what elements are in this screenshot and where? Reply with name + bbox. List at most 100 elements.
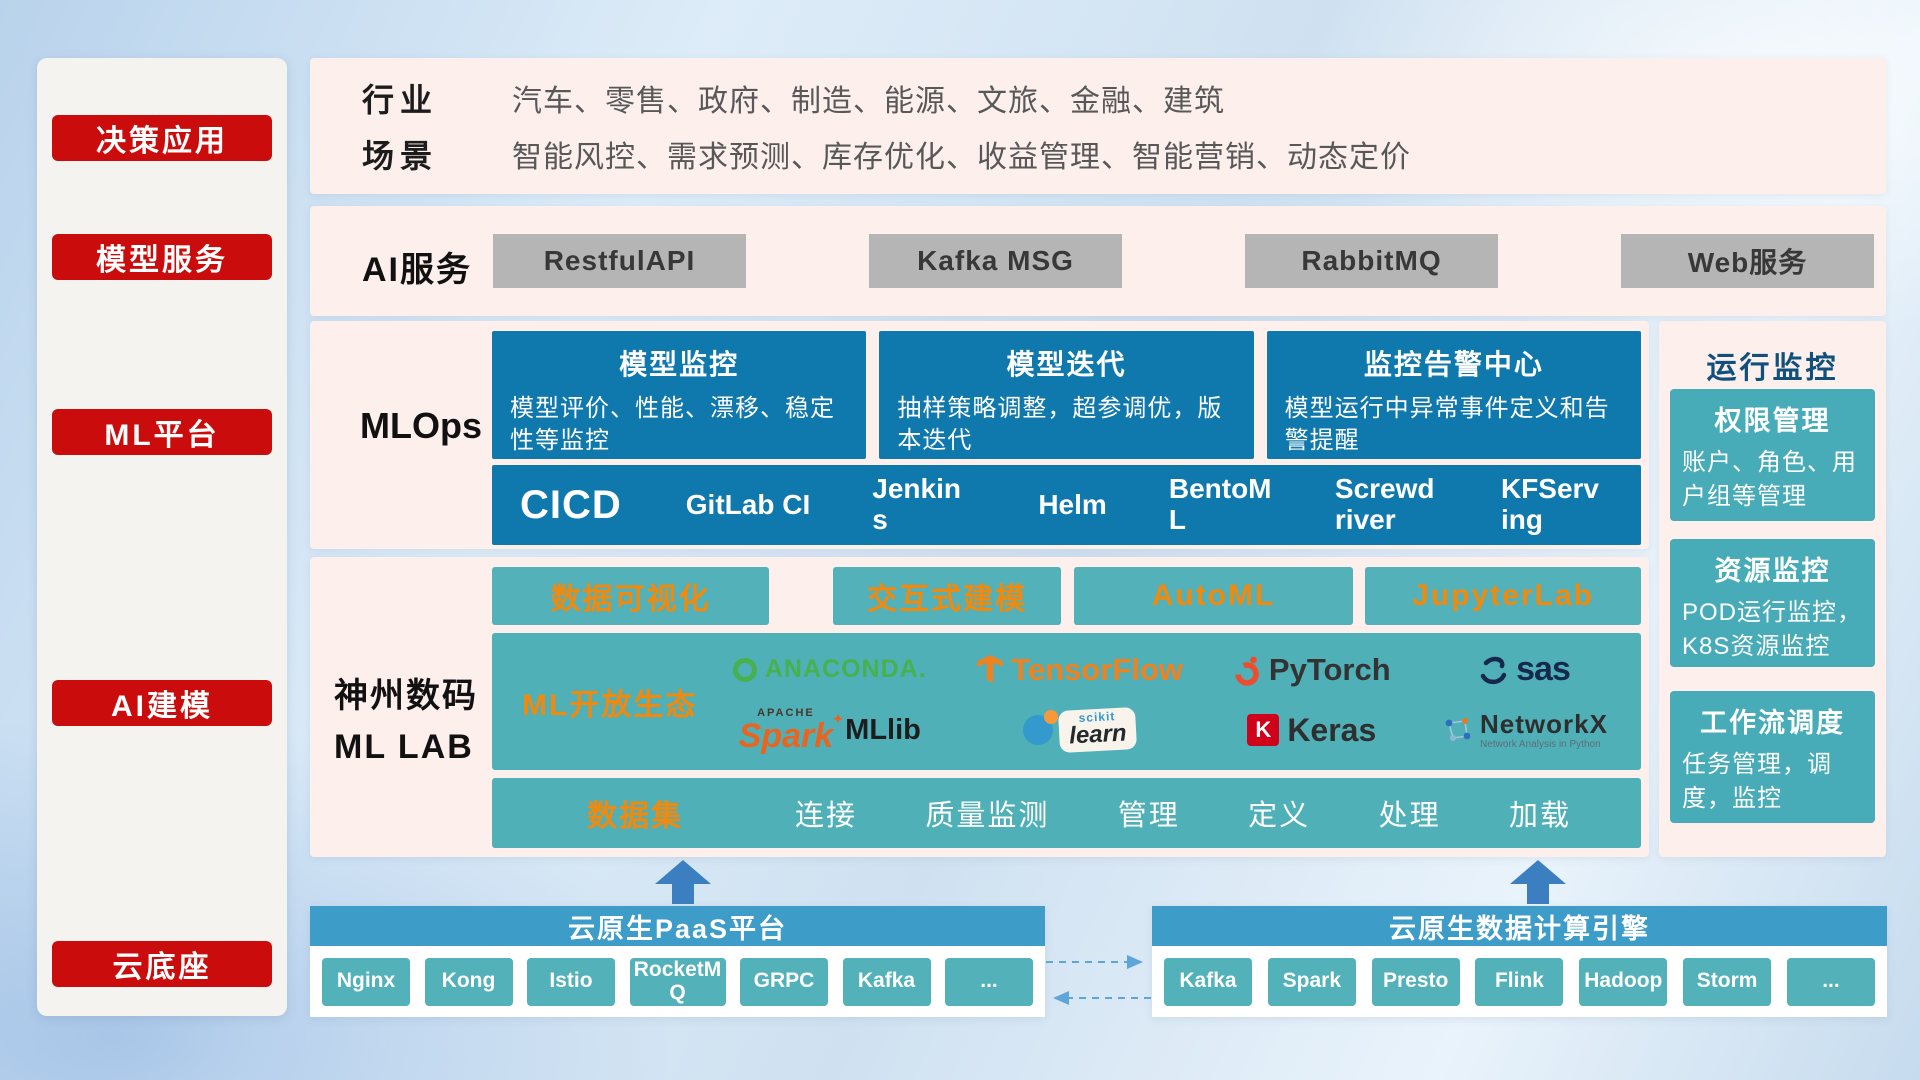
arrow-head [655,860,711,884]
workflow-scheduling-card: 工作流调度 任务管理，调度，监控 [1670,691,1875,823]
engine-more: ... [1786,957,1875,1006]
cicd-gitlab-ci: GitLab CI [685,488,811,520]
tensorflow-label: TensorFlow [1011,651,1183,687]
sas-label: sas [1516,650,1571,689]
ml-open-ecosystem-label: ML开放生态 [522,688,698,722]
data-engine-items: Kafka Spark Presto Flink Hadoop Storm ..… [1152,946,1887,1017]
arrow-stem [672,884,694,904]
paas-kafka: Kafka [842,957,931,1006]
mlops-panel: MLOps 模型监控 模型评价、性能、漂移、稳定性等监控 模型迭代 抽样策略调整… [310,321,1649,549]
paas-grpc: GRPC [740,957,828,1006]
spark-star-icon: ✦ [831,710,845,728]
card-desc: 账户、角色、用户组等管理 [1682,449,1857,510]
mllib-label: MLlib [845,713,921,746]
pytorch-icon [1235,656,1259,686]
paas-istio: Istio [527,957,615,1006]
paas-more: ... [945,957,1033,1006]
arrow-head [1510,860,1566,884]
scenario-label: 场景 [362,138,439,174]
paas-nginx: Nginx [322,957,410,1006]
paas-platform-block: 云原生PaaS平台 Nginx Kong Istio RocketMQ GRPC… [310,906,1045,1017]
card-desc: 抽样策略调整，超参调优，版本迭代 [897,395,1223,455]
scenario-values: 智能风控、需求预测、库存优化、收益管理、智能营销、动态定价 [512,141,1411,174]
card-desc: 任务管理，调度，监控 [1682,751,1832,812]
up-arrow-icon [655,860,711,904]
layer-ml-platform: ML平台 [52,409,272,455]
paas-kong: Kong [424,957,513,1006]
ml-lab-label-line2: ML LAB [334,728,474,766]
card-title: 模型迭代 [1006,349,1127,380]
cicd-label: CICD [520,482,622,527]
sas-icon [1480,656,1507,684]
keras-logo: K Keras [1247,712,1376,749]
card-title: 监控告警中心 [1363,349,1544,380]
card-desc: POD运行监控，K8S资源监控 [1682,599,1863,660]
tensorflow-logo: TensorFlow [977,652,1183,688]
data-exchange-arrows-icon [1046,955,1151,1005]
card-title: 模型监控 [619,349,740,380]
engine-kafka: Kafka [1164,957,1252,1006]
engine-spark: Spark [1267,957,1356,1006]
paas-platform-title: 云原生PaaS平台 [310,906,1045,946]
layer-cloud-base: 云底座 [52,941,272,987]
dataset-process: 处理 [1378,800,1441,832]
cicd-screwdriver: Screwdriver [1334,473,1435,535]
engine-presto: Presto [1371,957,1460,1006]
pytorch-logo: PyTorch [1233,652,1391,688]
layer-rail: 决策应用 模型服务 ML平台 AI建模 云底座 [37,58,287,1016]
cicd-bar: CICD GitLab CI Jenkins Helm BentoML Scre… [492,465,1641,545]
ai-service-kafka-msg: Kafka MSG [869,234,1122,288]
anaconda-label: ANACONDA. [764,655,927,684]
ai-service-web: Web服务 [1621,234,1874,288]
run-monitoring-panel: 运行监控 权限管理 账户、角色、用户组等管理 资源监控 POD运行监控，K8S资… [1659,321,1886,857]
anaconda-logo: ANACONDA. [732,655,927,684]
layer-decision-apps: 决策应用 [52,115,272,161]
dataset-label: 数据集 [587,800,683,833]
spark-label: Spark✦ [738,710,845,755]
spark-mllib-logo: APACHE Spark✦ MLlib [738,706,921,755]
layer-model-service: 模型服务 [52,234,272,280]
cicd-kfserving: KFServing [1500,473,1599,535]
model-iteration-card: 模型迭代 抽样策略调整，超参调优，版本迭代 [879,331,1254,459]
alert-center-card: 监控告警中心 模型运行中异常事件定义和告警提醒 [1266,331,1641,459]
cicd-bentoml: BentoML [1168,473,1272,535]
engine-flink: Flink [1475,957,1564,1006]
resource-monitoring-card: 资源监控 POD运行监控，K8S资源监控 [1670,539,1875,667]
industry-scenario-panel: 行业 汽车、零售、政府、制造、能源、文旅、金融、建筑 场景 智能风控、需求预测、… [310,58,1886,194]
tool-data-visualization: 数据可视化 [492,567,769,625]
scikit-learn-badge: scikit learn [1058,707,1138,754]
keras-icon: K [1247,714,1280,747]
tool-automl: AutoML [1074,567,1353,625]
ml-lab-label-line1: 神州数码 [334,677,478,715]
mlops-cards: 模型监控 模型评价、性能、漂移、稳定性等监控 模型迭代 抽样策略调整，超参调优，… [492,331,1641,459]
card-title: 工作流调度 [1700,708,1845,738]
networkx-icon [1445,718,1471,742]
tool-jupyterlab: JupyterLab [1365,567,1641,625]
apache-label: APACHE [757,706,815,719]
cicd-jenkins: Jenkins [872,473,961,535]
card-desc: 模型评价、性能、漂移、稳定性等监控 [510,395,835,455]
dataset-quality: 质量监测 [925,800,1050,832]
networkx-sublabel: Network Analysis in Python [1480,739,1601,751]
engine-storm: Storm [1683,957,1772,1006]
learn-label: learn [1068,719,1128,750]
ai-service-restfulapi: RestfulAPI [493,234,746,288]
layer-ai-modeling: AI建模 [52,680,272,726]
paas-platform-items: Nginx Kong Istio RocketMQ GRPC Kafka ... [310,946,1045,1017]
dataset-manage: 管理 [1117,800,1180,832]
card-title: 权限管理 [1714,406,1831,436]
pytorch-label: PyTorch [1268,651,1391,687]
card-desc: 模型运行中异常事件定义和告警提醒 [1284,395,1610,455]
scenario-row: 场景 智能风控、需求预测、库存优化、收益管理、智能营销、动态定价 [310,131,1886,177]
keras-label: Keras [1287,711,1377,748]
networkx-logo: NetworkX Network Analysis in Python [1442,709,1608,751]
ml-lab-tools: 数据可视化 交互式建模 AutoML JupyterLab [492,567,1641,625]
up-arrow-icon [1510,860,1566,904]
ai-service-panel: AI服务 RestfulAPI Kafka MSG RabbitMQ Web服务 [310,206,1886,316]
data-engine-title: 云原生数据计算引擎 [1152,906,1887,946]
card-title: 资源监控 [1714,556,1831,586]
ml-lab-label: 神州数码 ML LAB [334,671,478,773]
scikit-learn-icon [1023,710,1059,746]
tensorflow-icon [977,654,1004,683]
